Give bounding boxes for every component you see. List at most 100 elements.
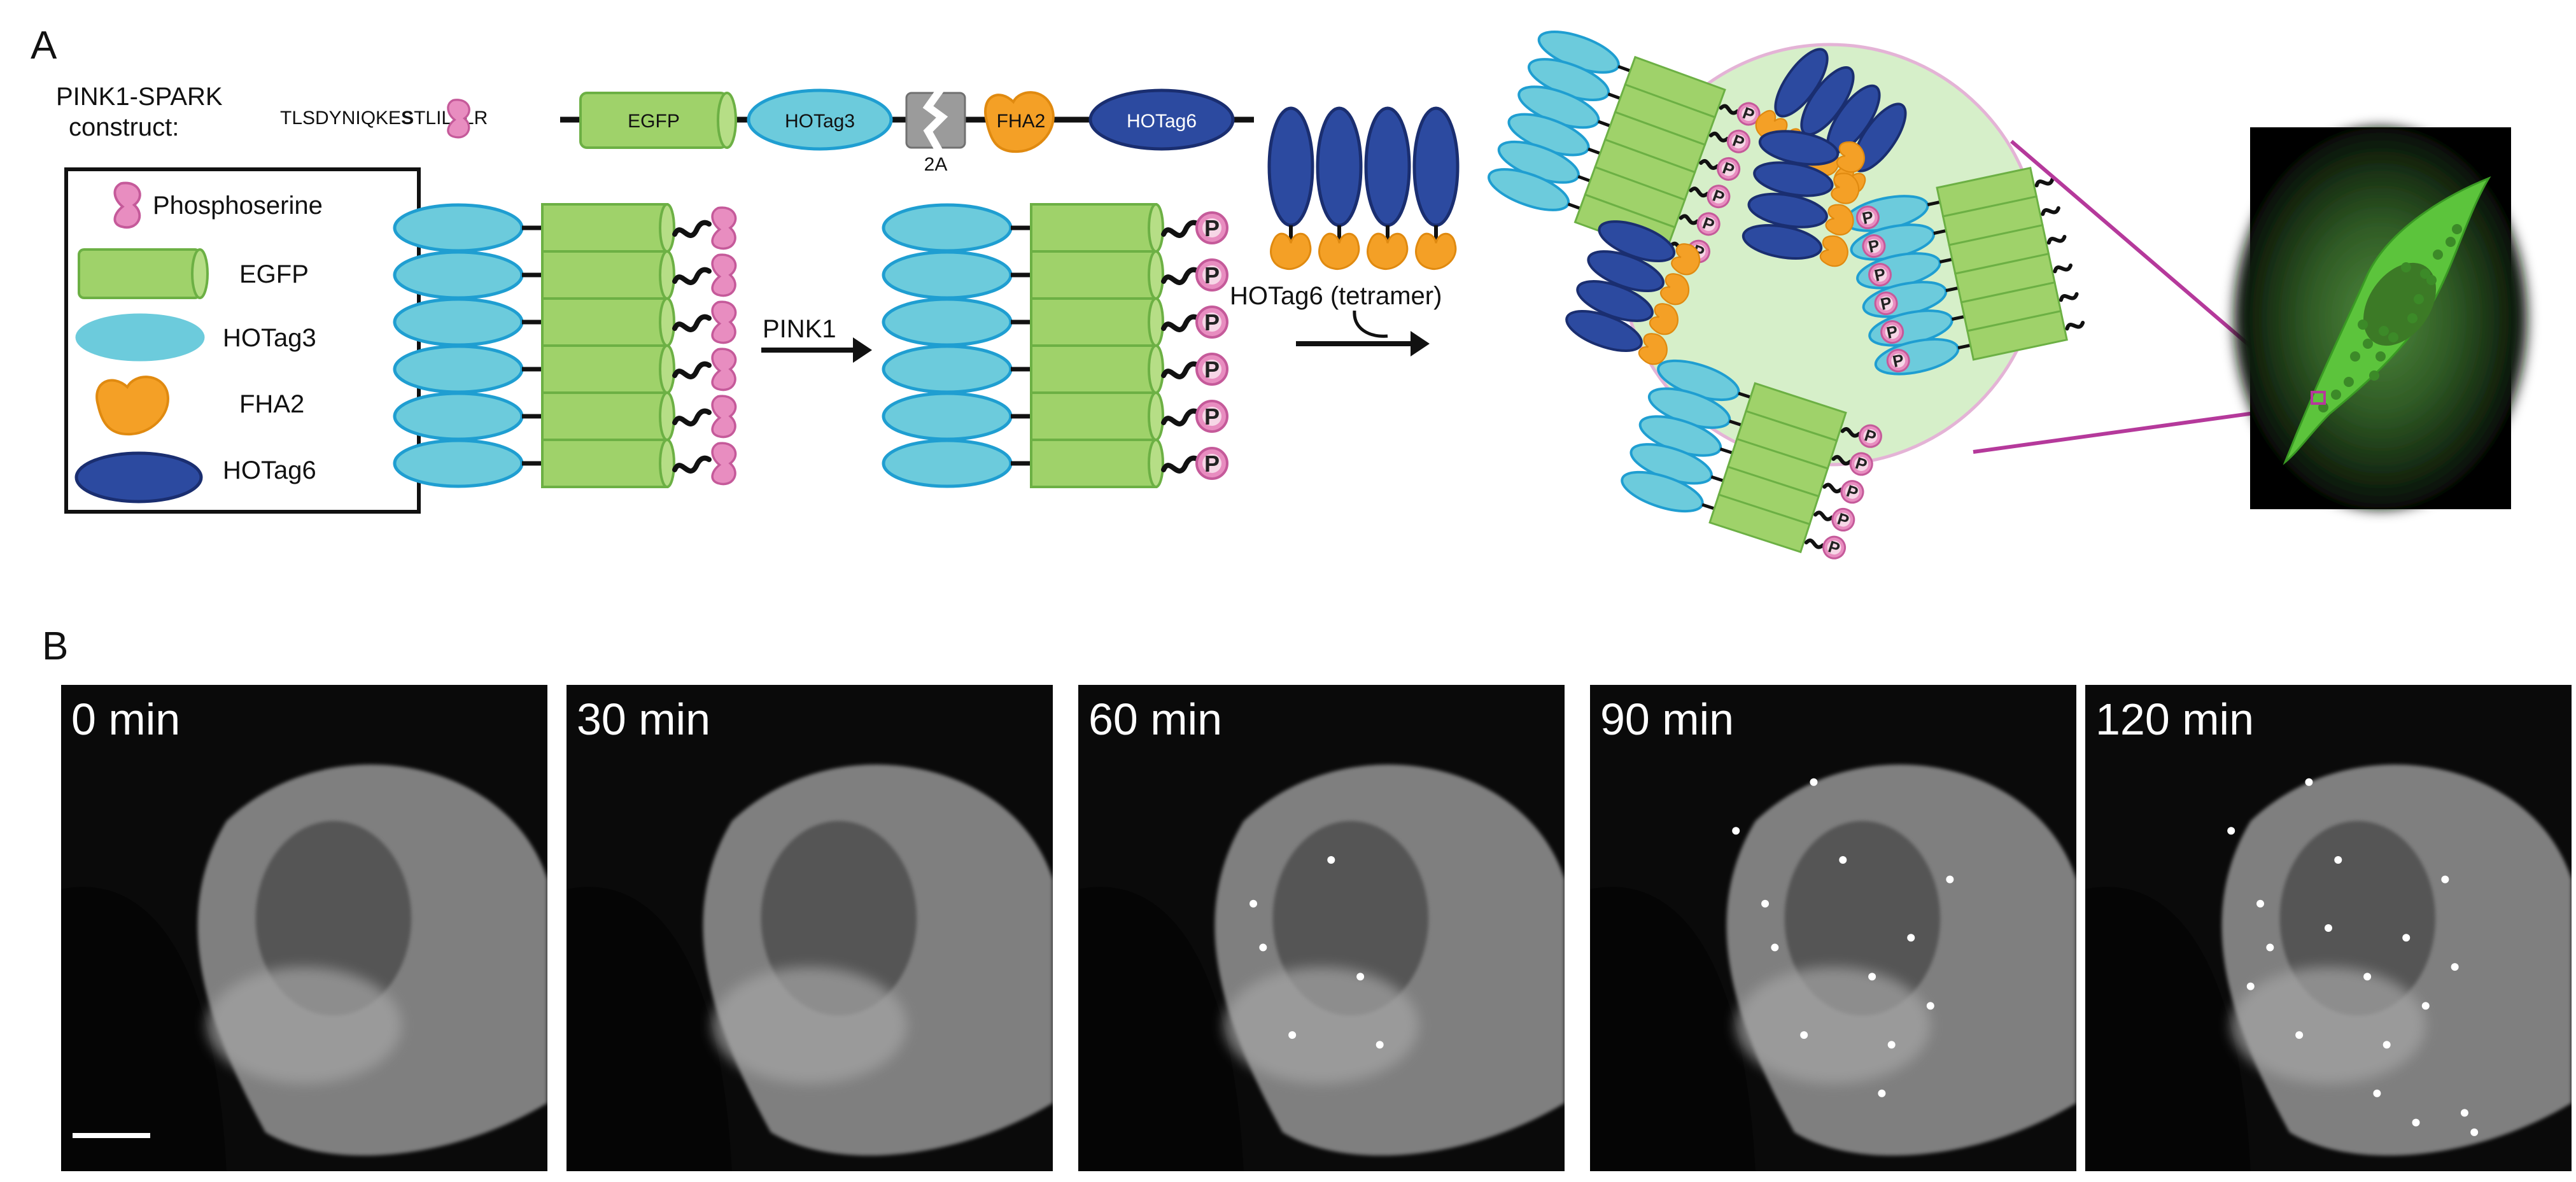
svg-text:P: P (1866, 236, 1881, 257)
condensate-punctum (1839, 856, 1847, 864)
condensate-punctum (2246, 982, 2255, 990)
pink1-arrow-label: PINK1 (763, 315, 836, 343)
condensate-punctum (2363, 973, 2372, 981)
phosphoserine-icon (711, 348, 737, 391)
condensate-punctum (2373, 1089, 2381, 1097)
unphosphorylated-oligomer (393, 203, 737, 488)
legend-label-egfp: EGFP (239, 260, 309, 288)
svg-text:P: P (1878, 293, 1893, 314)
phosphoserine-icon (711, 300, 737, 344)
construct-egfp-label: EGFP (628, 111, 680, 132)
construct-2a-cleavage: 2A (905, 87, 966, 175)
hotag3-subunit (393, 439, 524, 488)
phospho-mark: P (1195, 258, 1228, 292)
condensate-punctum (1926, 1002, 1934, 1010)
tetramer-label: HOTag6 (tetramer) (1230, 282, 1442, 310)
hotag3-subunit (393, 297, 524, 347)
frame-time-label: 0 min (71, 694, 180, 744)
construct-fha2: FHA2 (984, 91, 1055, 153)
egfp-subunit (541, 203, 668, 253)
svg-text:P: P (1204, 356, 1220, 383)
legend: Phosphoserine EGFP HOTag3 FHA2 HOTag6 (64, 167, 421, 514)
hotag3-subunit (882, 439, 1013, 488)
condensate-punctum (2441, 875, 2449, 883)
frame-time-label: 90 min (1600, 694, 1734, 744)
hotag3-subunit (393, 344, 524, 394)
condensate-punctum (1887, 1041, 1896, 1049)
phosphoserine-icon (711, 206, 737, 250)
linker (672, 361, 712, 379)
hotag3-subunit (882, 250, 1013, 300)
construct-title-line1: PINK1-SPARK (56, 83, 223, 111)
egfp-subunit (541, 439, 668, 488)
hotag6-ellipse-icon (74, 451, 203, 503)
egfp-subunit (1030, 439, 1157, 488)
svg-text:P: P (1861, 207, 1875, 228)
linker (672, 455, 712, 474)
condensate-punctum (1376, 1041, 1384, 1049)
legend-label-hotag3: HOTag3 (223, 324, 316, 352)
construct-egfp: EGFP (579, 92, 737, 149)
condensate-punctum (2402, 934, 2411, 942)
condensate-punctum (1946, 875, 1954, 883)
cell-illustration (2234, 127, 2527, 509)
fha2-domain-icon (95, 376, 169, 436)
egfp-subunit (1030, 391, 1157, 441)
timelapse-frame: 60 min (1078, 685, 1565, 1171)
hotag3-subunit (393, 391, 524, 441)
svg-text:P: P (1204, 404, 1220, 430)
panel-letter-a: A (31, 24, 57, 67)
linker (1161, 408, 1200, 426)
condensate-punctum (2470, 1128, 2479, 1136)
timelapse-frame: 120 min (2085, 685, 2572, 1171)
svg-text:P: P (1873, 264, 1887, 285)
condensate-punctum (2451, 963, 2459, 971)
hotag6-tetramer (1267, 106, 1460, 271)
condensate-punctum (2256, 899, 2265, 908)
pink1-arrow: PINK1 (761, 315, 872, 363)
condensate-punctum (1771, 943, 1779, 952)
condensate-punctum (2382, 1041, 2391, 1049)
linker (1161, 267, 1200, 285)
timelapse-frame: 90 min (1590, 685, 2076, 1171)
construct-title-line2: construct: (69, 113, 179, 141)
construct-hotag3: HOTag3 (747, 88, 893, 151)
condensate-punctum (1907, 934, 1915, 942)
egfp-subunit (1030, 297, 1157, 347)
condensate-punctum (1868, 973, 1876, 981)
condensate-punctum (2325, 924, 2332, 932)
condensate-punctum (2412, 1118, 2420, 1127)
condensate-punctum (1288, 1031, 1297, 1039)
timelapse-frames: 0 min 30 min 60 min 90 min 120 min (61, 685, 2572, 1171)
hotag6-subunit (1364, 106, 1411, 227)
condensate-punctum (2305, 778, 2313, 786)
svg-text:P: P (1204, 262, 1220, 288)
construct-hotag6: HOTag6 (1088, 88, 1235, 151)
construct-fha2-label: FHA2 (997, 111, 1046, 132)
egfp-subunit (1030, 344, 1157, 394)
linker (1161, 361, 1200, 379)
phosphoserine-icon (711, 442, 737, 486)
condensate-punctum (2460, 1109, 2468, 1117)
svg-text:P: P (1204, 215, 1220, 241)
construct-hotag3-label: HOTag3 (785, 111, 855, 132)
linker (1161, 220, 1200, 238)
svg-text:P: P (1891, 350, 1906, 371)
egfp-subunit (541, 250, 668, 300)
condensate-punctum (2421, 1002, 2430, 1010)
linker (1161, 455, 1200, 474)
hotag3-subunit (393, 203, 524, 253)
frame-time-label: 60 min (1088, 694, 1222, 744)
linker (672, 220, 712, 238)
condensate-punctum (2295, 1031, 2304, 1039)
hotag3-subunit (393, 250, 524, 300)
hotag3-subunit (882, 344, 1013, 394)
svg-text:P: P (1204, 451, 1220, 477)
egfp-subunit (1030, 203, 1157, 253)
condensate-punctum (2334, 856, 2342, 864)
frame-time-label: 30 min (577, 694, 710, 744)
timelapse-frame: 30 min (567, 685, 1053, 1171)
